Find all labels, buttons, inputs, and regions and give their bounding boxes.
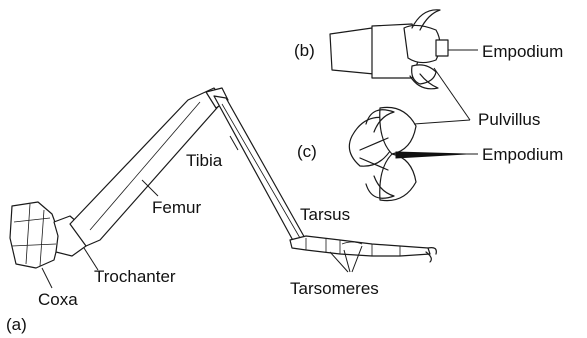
label-tibia: Tibia xyxy=(186,151,223,170)
label-femur: Femur xyxy=(152,198,201,217)
label-tarsomeres: Tarsomeres xyxy=(290,279,379,298)
tarsus-segment xyxy=(290,236,430,256)
label-coxa: Coxa xyxy=(38,290,78,309)
label-empodium-c: Empodium xyxy=(482,145,563,164)
label-tarsus: Tarsus xyxy=(300,205,350,224)
tibia-segment xyxy=(214,96,306,246)
leg-drawing xyxy=(10,88,436,268)
panel-label-b: (b) xyxy=(294,41,315,60)
panel-label-c: (c) xyxy=(297,142,317,161)
coxa-segment xyxy=(10,202,60,268)
label-trochanter: Trochanter xyxy=(94,267,176,286)
panel-label-a: (a) xyxy=(6,315,27,334)
foot-b-drawing xyxy=(330,10,448,89)
label-empodium-b: Empodium xyxy=(482,42,563,61)
label-pulvillus: Pulvillus xyxy=(478,110,540,129)
